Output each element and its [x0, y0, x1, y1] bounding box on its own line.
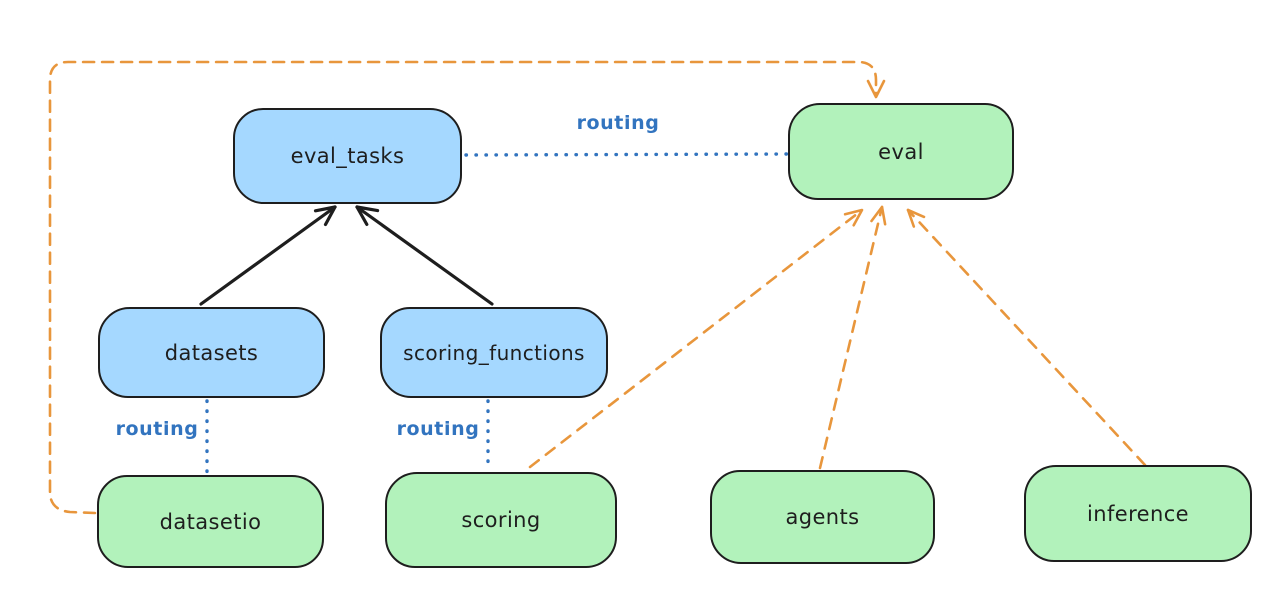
node-inference-label: inference — [1087, 501, 1189, 526]
arrowhead-agents-to-eval — [870, 205, 887, 226]
node-eval-tasks-label: eval_tasks — [290, 144, 405, 168]
node-scoring-functions-label: scoring_functions — [403, 340, 585, 365]
arrowhead-datasets-to-eval_tasks — [313, 205, 337, 227]
edge-eval_tasks-to-eval-dotted — [464, 152, 789, 157]
node-scoring: scoring — [385, 472, 617, 568]
node-agents-label: agents — [785, 505, 860, 529]
node-datasets: datasets — [98, 307, 325, 398]
node-eval-label: eval — [878, 139, 924, 164]
arrowhead-scoring_functions-to-eval_tasks — [355, 205, 380, 226]
node-datasetio: datasetio — [97, 475, 324, 568]
edge-agents-to-eval-dashed — [818, 205, 884, 470]
node-eval: eval — [788, 103, 1014, 200]
edge-datasets-to-eval_tasks-solid — [199, 205, 337, 306]
node-datasetio-label: datasetio — [159, 509, 262, 534]
node-scoring-label: scoring — [461, 508, 541, 532]
edge-label-routing-datasets-datasetio: routing — [115, 418, 199, 440]
arrowhead-datasetio-to-eval — [866, 79, 886, 99]
edge-datasetio-to-eval-dashed — [48, 60, 878, 515]
edge-scoring-to-eval-dashed — [528, 208, 864, 469]
node-inference: inference — [1024, 465, 1252, 562]
node-scoring-functions: scoring_functions — [380, 307, 608, 398]
edge-label-routing-eval-tasks-eval: routing — [576, 112, 660, 134]
node-datasets-label: datasets — [164, 340, 259, 365]
arrowhead-scoring-to-eval — [843, 208, 864, 227]
node-eval-tasks: eval_tasks — [233, 108, 462, 204]
edge-scoring_functions-to-eval_tasks-solid — [355, 205, 494, 306]
node-agents: agents — [710, 470, 935, 564]
arrowhead-inference-to-eval — [906, 208, 926, 228]
edge-inference-to-eval-dashed — [906, 208, 1147, 467]
edge-label-routing-scoring-functions-scoring: routing — [396, 418, 480, 440]
